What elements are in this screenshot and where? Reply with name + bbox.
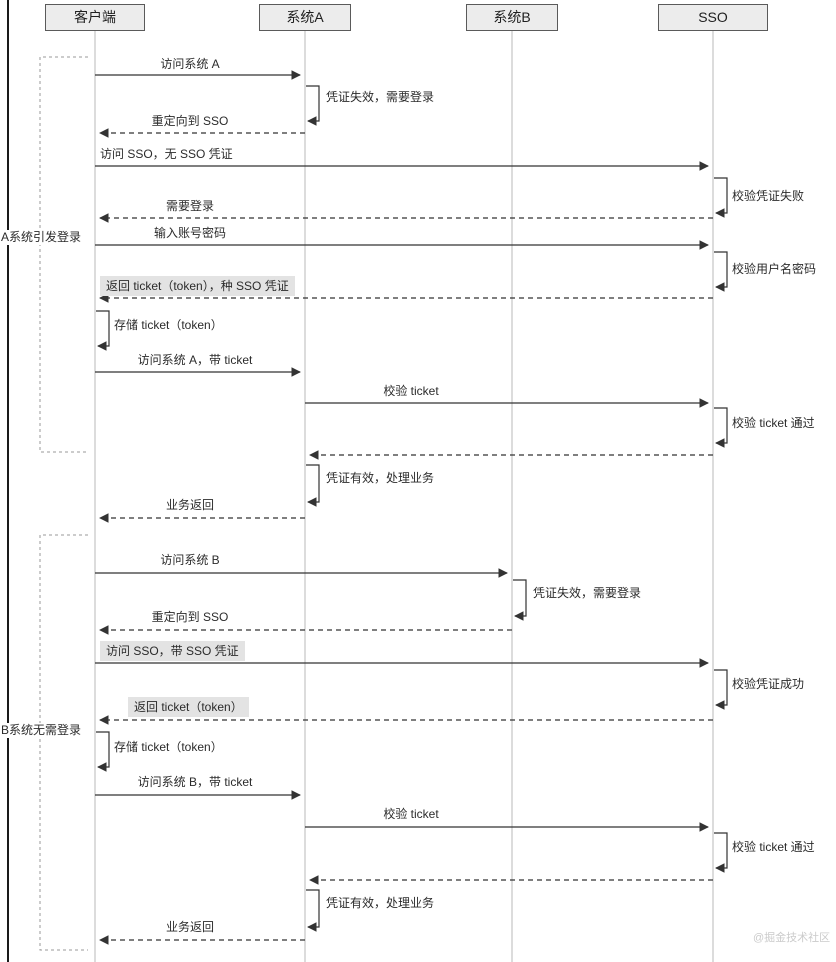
self-message-brackets: [96, 85, 728, 932]
message-label-business-return-2: 业务返回: [163, 920, 217, 935]
message-label-credential-invalid-a: 凭证失效，需要登录: [324, 90, 437, 105]
watermark-juejin: @掘金技术社区: [753, 932, 831, 944]
message-label-credential-invalid-b: 凭证失效，需要登录: [531, 586, 644, 601]
message-label-visit-sso-no-credential: 访问 SSO，无 SSO 凭证: [98, 147, 235, 162]
message-label-visit-b-with-ticket: 访问系统 B，带 ticket: [135, 775, 255, 790]
group-label-a-system-login: A系统引发登录: [0, 230, 83, 245]
message-label-visit-system-a: 访问系统 A: [158, 57, 222, 72]
actor-client: 客户端: [45, 4, 145, 31]
message-label-redirect-sso-2: 重定向到 SSO: [149, 610, 231, 625]
actor-sso: SSO: [658, 4, 768, 31]
message-label-verify-ticket-1: 校验 ticket: [381, 384, 441, 399]
message-label-redirect-sso-1: 重定向到 SSO: [149, 114, 231, 129]
solid-arrows: [95, 70, 709, 832]
lifelines: [94, 31, 714, 962]
message-label-verify-credential-success: 校验凭证成功: [730, 677, 807, 692]
message-label-store-ticket-2: 存储 ticket（token）: [112, 740, 225, 755]
message-label-credential-valid-1: 凭证有效，处理业务: [324, 471, 437, 486]
group-brackets: [39, 56, 88, 951]
message-label-verify-credential-fail: 校验凭证失败: [730, 189, 807, 204]
message-label-visit-system-b: 访问系统 B: [158, 553, 222, 568]
message-label-verify-ticket-pass-1: 校验 ticket 通过: [730, 416, 817, 431]
actor-system-a: 系统A: [259, 4, 351, 31]
message-label-business-return-1: 业务返回: [163, 498, 217, 513]
message-label-return-ticket-set-credential: 返回 ticket（token），种 SSO 凭证: [100, 276, 295, 296]
message-label-visit-sso-with-credential: 访问 SSO，带 SSO 凭证: [100, 641, 245, 661]
message-label-store-ticket-1: 存储 ticket（token）: [112, 318, 225, 333]
actor-system-b: 系统B: [466, 4, 558, 31]
message-label-verify-ticket-2: 校验 ticket: [381, 807, 441, 822]
message-label-enter-account-password: 输入账号密码: [151, 226, 229, 241]
message-label-verify-ticket-pass-2: 校验 ticket 通过: [730, 840, 817, 855]
message-label-verify-username-password: 校验用户名密码: [730, 262, 819, 277]
message-label-return-ticket: 返回 ticket（token）: [128, 697, 249, 717]
message-label-need-login: 需要登录: [163, 199, 217, 214]
group-label-b-system-no-login: B系统无需登录: [0, 723, 83, 738]
message-label-credential-valid-2: 凭证有效，处理业务: [324, 896, 437, 911]
dashed-arrows: [99, 128, 713, 945]
message-label-visit-a-with-ticket: 访问系统 A，带 ticket: [135, 353, 255, 368]
